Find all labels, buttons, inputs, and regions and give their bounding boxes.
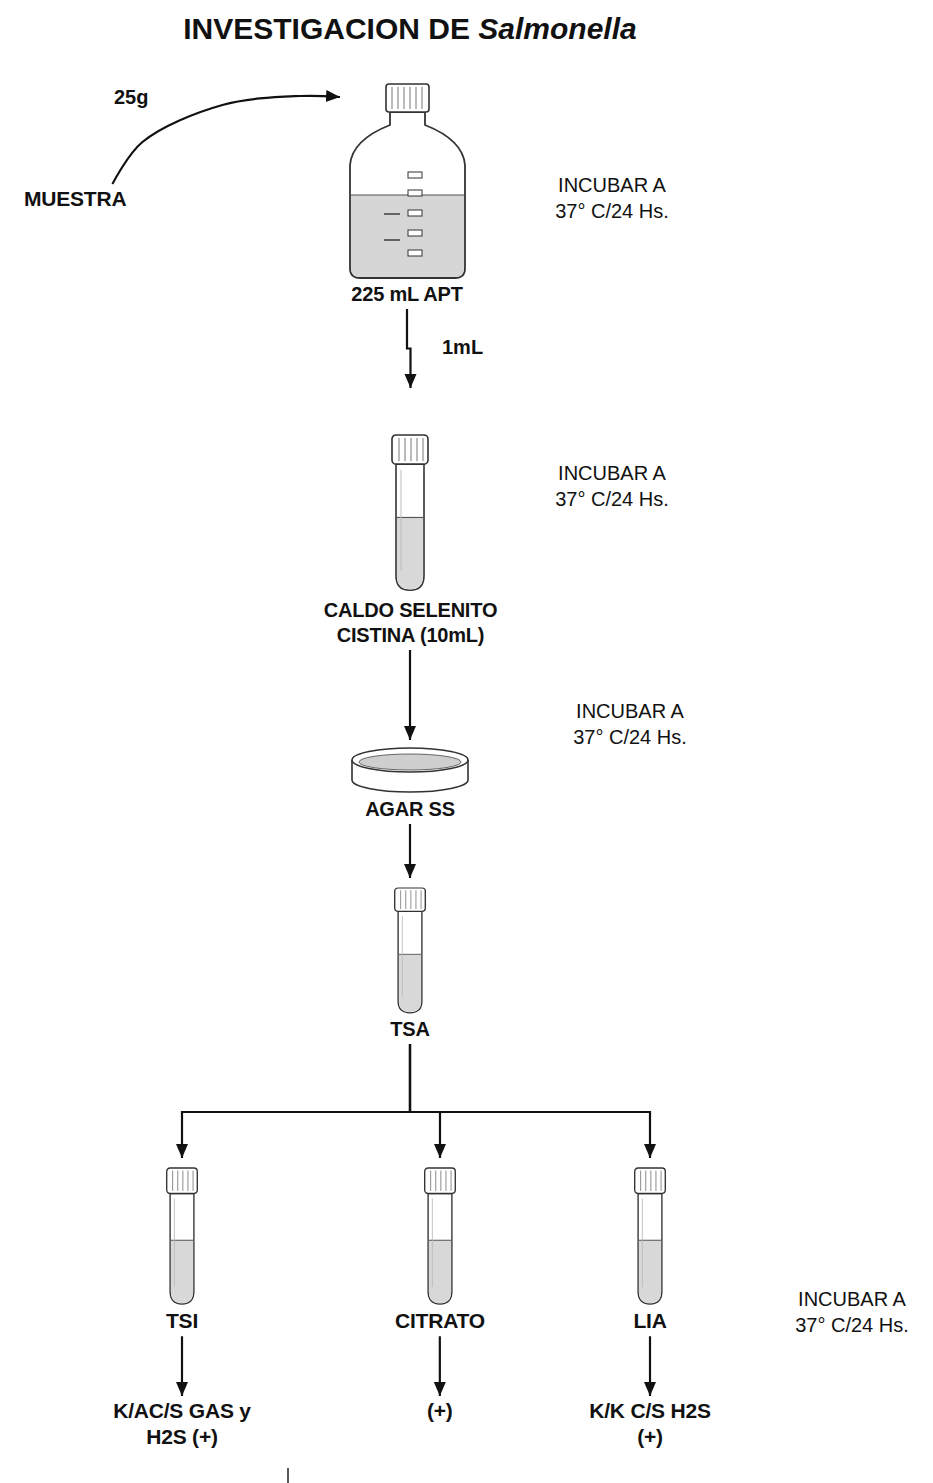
incubation-note: INCUBAR A 37° C/24 Hs. — [786, 1286, 918, 1338]
test-tube — [167, 1168, 198, 1304]
node-label: CALDO SELENITO CISTINA (10mL) — [303, 598, 518, 648]
incubation-note: INCUBAR A 37° C/24 Hs. — [564, 698, 696, 750]
plate-node: AGAR SS — [348, 742, 472, 822]
node-label: 225 mL APT — [342, 282, 472, 307]
node-label: K/K C/S H2S (+) — [580, 1398, 720, 1451]
petri-dish — [352, 748, 468, 792]
tube-node: LIA — [625, 1160, 675, 1334]
tick-mark — [287, 1468, 289, 1483]
test-tube — [425, 1168, 456, 1304]
flow-arrow — [410, 1044, 650, 1158]
bottle — [350, 84, 465, 278]
sample-label: MUESTRA — [24, 186, 126, 212]
test-tube — [392, 435, 428, 590]
node-label: TSA — [385, 1017, 435, 1042]
node-label: CITRATO — [395, 1308, 485, 1334]
flow-arrow — [439, 1336, 441, 1396]
flow-arrow — [409, 650, 411, 740]
node-label: K/AC/S GAS y H2S (+) — [112, 1398, 252, 1451]
test-tube — [395, 888, 426, 1013]
flow-arrow — [407, 309, 411, 388]
node-label: (+) — [427, 1398, 453, 1424]
flow-arrow — [112, 96, 340, 184]
flow-arrow — [409, 824, 411, 878]
flow-arrow — [181, 1336, 183, 1396]
tube-node: TSA — [385, 880, 435, 1042]
incubation-note: INCUBAR A 37° C/24 Hs. — [546, 460, 678, 512]
incubation-note: INCUBAR A 37° C/24 Hs. — [546, 172, 678, 224]
tube-node: TSI — [157, 1160, 207, 1334]
node-label: TSI — [157, 1308, 207, 1334]
tube-node: CALDO SELENITO CISTINA (10mL) — [303, 390, 518, 648]
node-label: AGAR SS — [348, 797, 472, 822]
node-label: MUESTRA — [24, 186, 126, 212]
edge-label: 1mL — [440, 336, 485, 359]
tube-node: CITRATO — [395, 1160, 485, 1334]
title-part: Salmonella — [478, 12, 636, 45]
bottle-node: 225 mL APT — [342, 80, 472, 307]
title: INVESTIGACION DE Salmonella — [0, 12, 820, 46]
title-part: INVESTIGACION DE — [183, 12, 478, 45]
result-text: K/AC/S GAS y H2S (+) — [112, 1398, 252, 1451]
result-text: (+) — [427, 1398, 453, 1424]
result-text: K/K C/S H2S (+) — [580, 1398, 720, 1451]
flow-arrow — [182, 1044, 410, 1158]
flow-arrow — [410, 1044, 440, 1158]
node-label: LIA — [625, 1308, 675, 1334]
flow-arrow — [649, 1336, 651, 1396]
test-tube — [635, 1168, 666, 1304]
edge-label: 25g — [112, 86, 150, 109]
connectors — [112, 96, 650, 1396]
